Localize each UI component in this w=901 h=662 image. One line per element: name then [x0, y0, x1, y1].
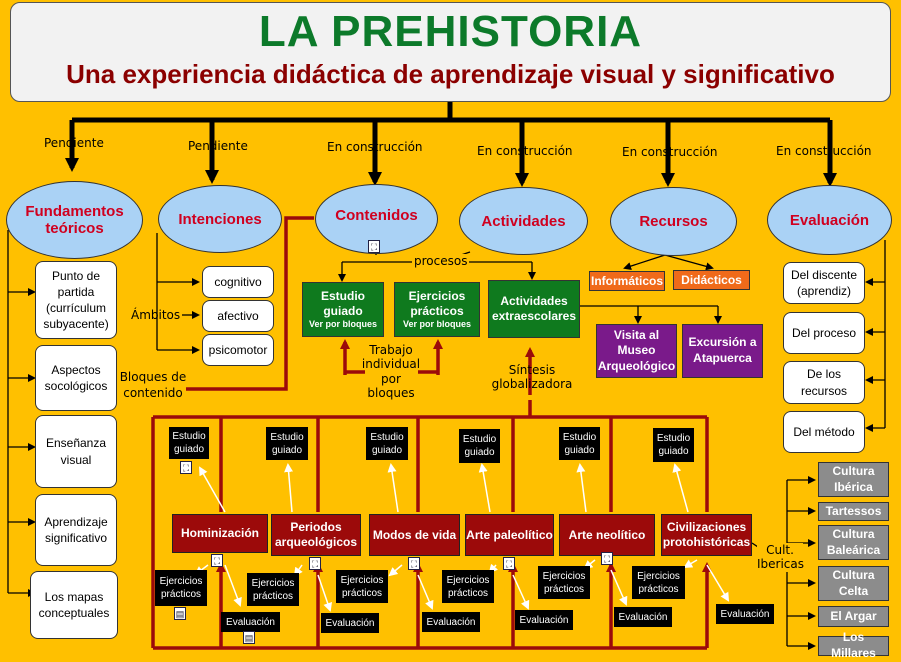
map-link-icon[interactable]: ⛶ [503, 557, 515, 570]
sintesis-label: Síntesis globalizadora [491, 363, 573, 392]
fundamento-item[interactable]: Punto de partida (currículum subyacente) [35, 261, 117, 339]
oval-evaluacion[interactable]: Evaluación [767, 185, 892, 255]
cultura-item[interactable]: Tartessos [818, 502, 889, 521]
map-link-icon[interactable]: ⛶ [368, 240, 380, 253]
estudio-guiado-box[interactable]: Estudio guiado Ver por bloques [302, 282, 384, 337]
block-evaluacion[interactable]: Evaluación [422, 612, 480, 632]
block-estudio-guiado[interactable]: Estudio guiado [559, 427, 600, 460]
block-estudio-guiado[interactable]: Estudio guiado [366, 427, 408, 460]
cultura-item[interactable]: Cultura Ibérica [818, 462, 889, 497]
page-subtitle: Una experiencia didáctica de aprendizaje… [66, 59, 835, 89]
block-ejercicios-practicos[interactable]: Ejercicios prácticos [336, 570, 388, 603]
ambitos-label: Ámbitos [131, 308, 181, 322]
evaluacion-item[interactable]: Del discente (aprendiz) [783, 262, 865, 304]
status-evaluacion: En construcción [776, 144, 872, 158]
block-arte-paleolitico[interactable]: Arte paleolítico [465, 514, 554, 556]
block-evaluacion[interactable]: Evaluación [515, 610, 573, 630]
map-link-icon[interactable]: ⛶ [180, 461, 192, 474]
block-ejercicios-practicos[interactable]: Ejercicios prácticos [442, 570, 494, 603]
block-estudio-guiado[interactable]: Estudio guiado [653, 428, 694, 462]
estudio-guiado-link[interactable]: Ver por bloques [308, 318, 377, 329]
block-modos-de-vida[interactable]: Modos de vida [369, 514, 460, 556]
status-fundamentos: Pendiente [44, 136, 104, 150]
bloques-label: Bloques de contenido [119, 370, 187, 400]
block-ejercicios-practicos[interactable]: Ejercicios prácticos [538, 566, 590, 599]
ejercicios-practicos-box[interactable]: Ejercicios prácticos Ver por bloques [394, 282, 480, 337]
fundamento-item[interactable]: Aspectos socológicos [35, 345, 117, 411]
oval-contenidos-label: Contenidos [335, 207, 418, 224]
excursion-atapuerca-box[interactable]: Excursión a Atapuerca [682, 324, 763, 378]
oval-intenciones[interactable]: Intenciones [158, 185, 282, 253]
fundamento-item[interactable]: Enseñanza visual [35, 415, 117, 488]
ambito-item[interactable]: cognitivo [202, 266, 274, 298]
map-link-icon[interactable]: ⛶ [211, 554, 223, 567]
cultura-item[interactable]: Los Millares [818, 630, 889, 660]
evaluacion-item[interactable]: Del método [783, 411, 865, 453]
status-recursos: En construcción [622, 145, 718, 159]
fundamento-item[interactable]: Aprendizaje significativo [35, 494, 117, 566]
block-estudio-guiado[interactable]: Estudio guiado [169, 427, 209, 459]
cultura-item[interactable]: Cultura Celta [818, 566, 889, 601]
document-icon[interactable]: ▤ [243, 631, 255, 644]
ejercicios-practicos-link[interactable]: Ver por bloques [402, 318, 471, 329]
block-ejercicios-practicos[interactable]: Ejercicios prácticos [155, 570, 207, 606]
block-ejercicios-practicos[interactable]: Ejercicios prácticos [632, 566, 685, 599]
block-evaluacion[interactable]: Evaluación [614, 607, 672, 627]
oval-fundamentos[interactable]: Fundamentos teóricos [6, 181, 143, 259]
map-link-icon[interactable]: ⛶ [601, 552, 613, 565]
oval-recursos[interactable]: Recursos [610, 187, 737, 256]
map-link-icon[interactable]: ⛶ [309, 557, 321, 570]
block-civilizaciones-protohistoricas[interactable]: Civilizaciones protohistóricas [661, 514, 752, 556]
recurso-informaticos[interactable]: Informáticos [589, 271, 665, 291]
trabajo-label: Trabajo individual por bloques [361, 343, 421, 401]
block-estudio-guiado[interactable]: Estudio guiado [459, 429, 500, 463]
cultura-item[interactable]: El Argar [818, 606, 889, 627]
status-actividades: En construcción [477, 144, 573, 158]
visita-museo-box[interactable]: Visita al Museo Arqueológico [596, 324, 677, 378]
actividades-extraescolares-box[interactable]: Actividades extraescolares [488, 280, 580, 338]
document-icon[interactable]: ▤ [174, 607, 186, 620]
cult-ibericas-label: Cult. Ibericas [757, 543, 805, 572]
block-evaluacion[interactable]: Evaluación [221, 612, 280, 632]
block-arte-neolitico[interactable]: Arte neolítico [559, 514, 655, 556]
block-periodos-arqueologicos[interactable]: Periodos arqueológicos [271, 514, 361, 556]
procesos-label: procesos [412, 254, 470, 268]
block-evaluacion[interactable]: Evaluación [321, 613, 379, 633]
block-ejercicios-practicos[interactable]: Ejercicios prácticos [247, 573, 299, 606]
block-evaluacion[interactable]: Evaluación [716, 604, 774, 624]
block-estudio-guiado[interactable]: Estudio guiado [266, 427, 308, 460]
estudio-guiado-title: Estudio guiado [321, 288, 365, 318]
fundamento-item[interactable]: Los mapas conceptuales [30, 571, 118, 639]
ejercicios-practicos-title: Ejercicios prácticos [408, 288, 466, 318]
evaluacion-item[interactable]: Del proceso [783, 312, 865, 354]
block-hominizacion[interactable]: Hominización [172, 514, 268, 553]
title-banner: LA PREHISTORIA Una experiencia didáctica… [10, 2, 891, 102]
map-link-icon[interactable]: ⛶ [408, 557, 420, 570]
recurso-didacticos[interactable]: Didácticos [673, 270, 750, 290]
oval-actividades[interactable]: Actividades [459, 187, 588, 255]
ambito-item[interactable]: psicomotor [202, 334, 274, 366]
page-title: LA PREHISTORIA [258, 7, 643, 56]
status-intenciones: Pendiente [188, 139, 248, 153]
status-contenidos: En construcción [327, 140, 423, 154]
ambito-item[interactable]: afectivo [202, 300, 274, 332]
cultura-item[interactable]: Cultura Baleárica [818, 525, 889, 560]
evaluacion-item[interactable]: De los recursos [783, 361, 865, 404]
